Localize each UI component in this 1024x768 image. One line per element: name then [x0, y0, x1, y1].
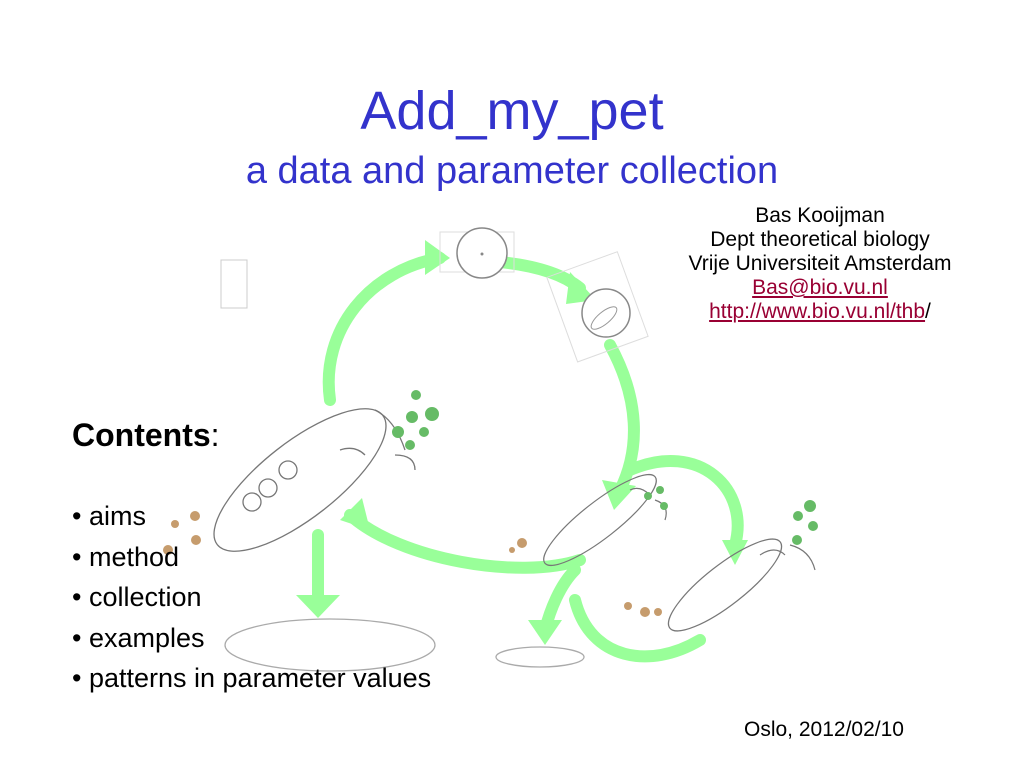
- arrow-head-1: [425, 240, 450, 275]
- contents-section: Contents: • aims • method • collection •…: [72, 416, 572, 699]
- author-name: Bas Kooijman: [755, 204, 885, 227]
- slide-title: Add_my_pet: [360, 81, 664, 141]
- cycle-arc-third: [569, 594, 706, 663]
- arrow-head-5: [722, 540, 748, 565]
- author-dept: Dept theoretical biology: [710, 228, 930, 251]
- arrow-head-3: [602, 480, 636, 510]
- arrow-head-6: [528, 620, 562, 645]
- slide-subtitle: a data and parameter collection: [245, 150, 779, 192]
- contents-item: • examples: [72, 622, 205, 653]
- embryo-shape: [581, 288, 631, 338]
- contents-item: • patterns in parameter values: [72, 663, 432, 693]
- email-link[interactable]: Bas@bio.vu.nl: [752, 276, 888, 299]
- author-block: Bas Kooijman Dept theoretical biology Vr…: [620, 204, 1020, 324]
- contents-heading: Contents:: [72, 417, 220, 453]
- contents-list: • aims • method • collection • examples …: [72, 496, 572, 699]
- presentation-date: Oslo, 2012/02/10: [744, 718, 904, 741]
- cycle-arc-top-left: [322, 252, 446, 406]
- website-link[interactable]: http://www.bio.vu.nl/thb: [709, 300, 926, 323]
- contents-item: • aims: [72, 501, 146, 531]
- larva-lying: [224, 618, 436, 672]
- cycle-arc-right: [604, 339, 640, 496]
- arrow-head-7: [296, 595, 340, 618]
- cycle-arc-second: [624, 455, 744, 551]
- website-suffix: /: [925, 300, 931, 323]
- cycle-arc-top-right: [494, 256, 586, 294]
- author-university: Vrije Universiteit Amsterdam: [688, 252, 952, 275]
- adult-animal: [213, 408, 416, 552]
- second-adult-animal: [667, 538, 816, 632]
- contents-item: • method: [72, 541, 180, 572]
- arrow-head-4: [340, 498, 370, 530]
- contents-item: • collection: [72, 582, 202, 612]
